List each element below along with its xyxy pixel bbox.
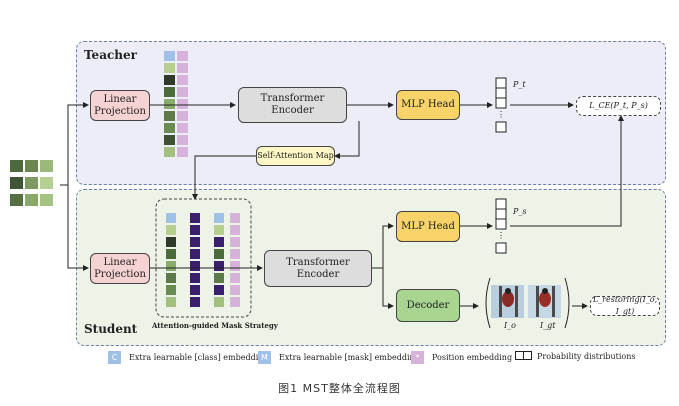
student-output-label: P_s: [513, 207, 527, 216]
position-embedding-swatch: *: [411, 351, 424, 364]
legend-class-embedding: C Extra learnable [class] embedding: [108, 351, 269, 364]
class-embedding-swatch: C: [108, 351, 121, 364]
restoring-loss: L_restoring(I_o, I_gt): [590, 295, 660, 316]
teacher-mlp-head: MLP Head: [396, 90, 460, 120]
legend-mask-embedding: M Extra learnable [mask] embedding: [258, 351, 420, 364]
student-mlp-head: MLP Head: [396, 211, 460, 242]
input-image-patches: [10, 160, 53, 206]
probability-distribution-icon: [515, 351, 532, 360]
mask-embedding-swatch: M: [258, 351, 271, 364]
teacher-label: Teacher: [84, 48, 137, 62]
student-linear-projection: Linear Projection: [90, 253, 150, 284]
teacher-output-label: P_t: [513, 80, 526, 89]
decoder: Decoder: [396, 289, 460, 322]
teacher-probability-stack: [495, 77, 507, 133]
teacher-linear-projection: Linear Projection: [90, 90, 150, 121]
mask-strategy-label: Attention-guided Mask Strategy: [152, 321, 278, 330]
teacher-transformer-encoder: Transformer Encoder: [238, 87, 347, 123]
figure-caption: 图1 MST整体全流程图: [278, 382, 401, 395]
student-label: Student: [84, 322, 138, 336]
ground-truth-image: [528, 285, 561, 318]
teacher-token-column: [164, 51, 188, 157]
cross-entropy-loss: L_CE(P_t, P_s): [576, 96, 661, 116]
restored-image-label: I_o: [504, 321, 516, 330]
student-transformer-encoder: Transformer Encoder: [264, 250, 372, 287]
svg-text:⋮: ⋮: [497, 110, 505, 119]
legend-probability-distributions: Probability distributions: [515, 351, 636, 361]
student-token-column: [166, 213, 240, 307]
self-attention-map: Self-Attention Map: [256, 146, 335, 166]
restored-image: [491, 285, 524, 318]
svg-text:⋮: ⋮: [497, 231, 505, 240]
student-probability-stack: [495, 198, 507, 254]
legend-position-embedding: * Position embedding: [411, 351, 512, 364]
ground-truth-label: I_gt: [540, 321, 556, 330]
